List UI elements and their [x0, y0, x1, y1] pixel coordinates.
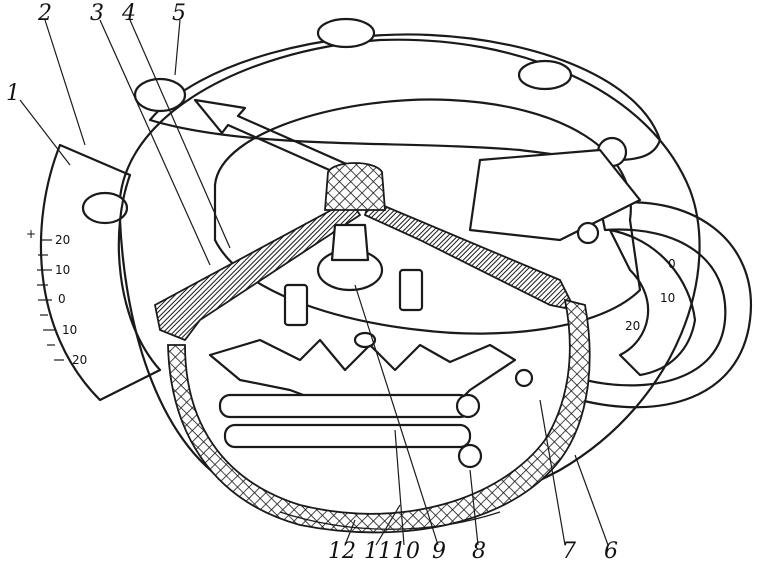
left-scale-arc — [39, 143, 162, 402]
callout-5: 5 — [172, 1, 186, 26]
callout-9: 9 — [432, 539, 446, 562]
bowl-bottom-line — [279, 511, 501, 530]
leader-lines — [19, 19, 609, 546]
magnet-end-upper — [455, 393, 481, 419]
callout-7: 7 — [562, 539, 576, 562]
callout-12: 12 — [328, 539, 356, 562]
callout-6: 6 — [604, 539, 618, 562]
callout-3: 3 — [90, 1, 104, 26]
left-scale-10-upper: 10 — [55, 263, 70, 277]
bracket-screw — [576, 221, 600, 245]
right-scale-0: 0 — [668, 257, 676, 271]
magnet-bar-lower — [223, 423, 472, 449]
card-center — [353, 331, 377, 349]
pivot-housing — [324, 162, 386, 211]
bracket-arm — [468, 148, 642, 242]
left-scale-0: 0 — [58, 292, 66, 306]
right-scale-arc — [608, 228, 697, 377]
left-scale-plus: + — [26, 227, 36, 241]
dial-disc — [213, 98, 642, 335]
clamp-left — [283, 283, 309, 327]
lid-bump-top — [316, 17, 376, 49]
lid-rim — [148, 33, 662, 162]
left-scale-10-lower: 10 — [62, 323, 77, 337]
callout-4: 4 — [121, 1, 136, 26]
magnet-bar-upper — [218, 393, 472, 419]
clamp-screw-right — [514, 368, 534, 388]
lid-bump-right — [517, 59, 573, 91]
right-scale-20: 20 — [625, 319, 640, 333]
magnet-end-lower — [457, 443, 483, 469]
bowl-wall-section — [167, 298, 591, 534]
callout-10: 10 — [392, 539, 420, 562]
lid-bump-side — [81, 191, 129, 225]
lid-bump-left — [133, 77, 187, 113]
callout-1: 1 — [6, 81, 20, 106]
callout-2: 2 — [37, 1, 52, 26]
right-scale-10: 10 — [660, 291, 675, 305]
callout-8: 8 — [472, 539, 486, 562]
left-scale-20-lower: 20 — [72, 353, 87, 367]
lid-section-right — [363, 198, 577, 312]
callout-11: 11 — [364, 539, 392, 562]
left-scale-20-upper: 20 — [55, 233, 70, 247]
left-scale-ticks — [37, 239, 64, 361]
clamp-right — [398, 268, 424, 312]
magnet-stem — [330, 223, 370, 262]
